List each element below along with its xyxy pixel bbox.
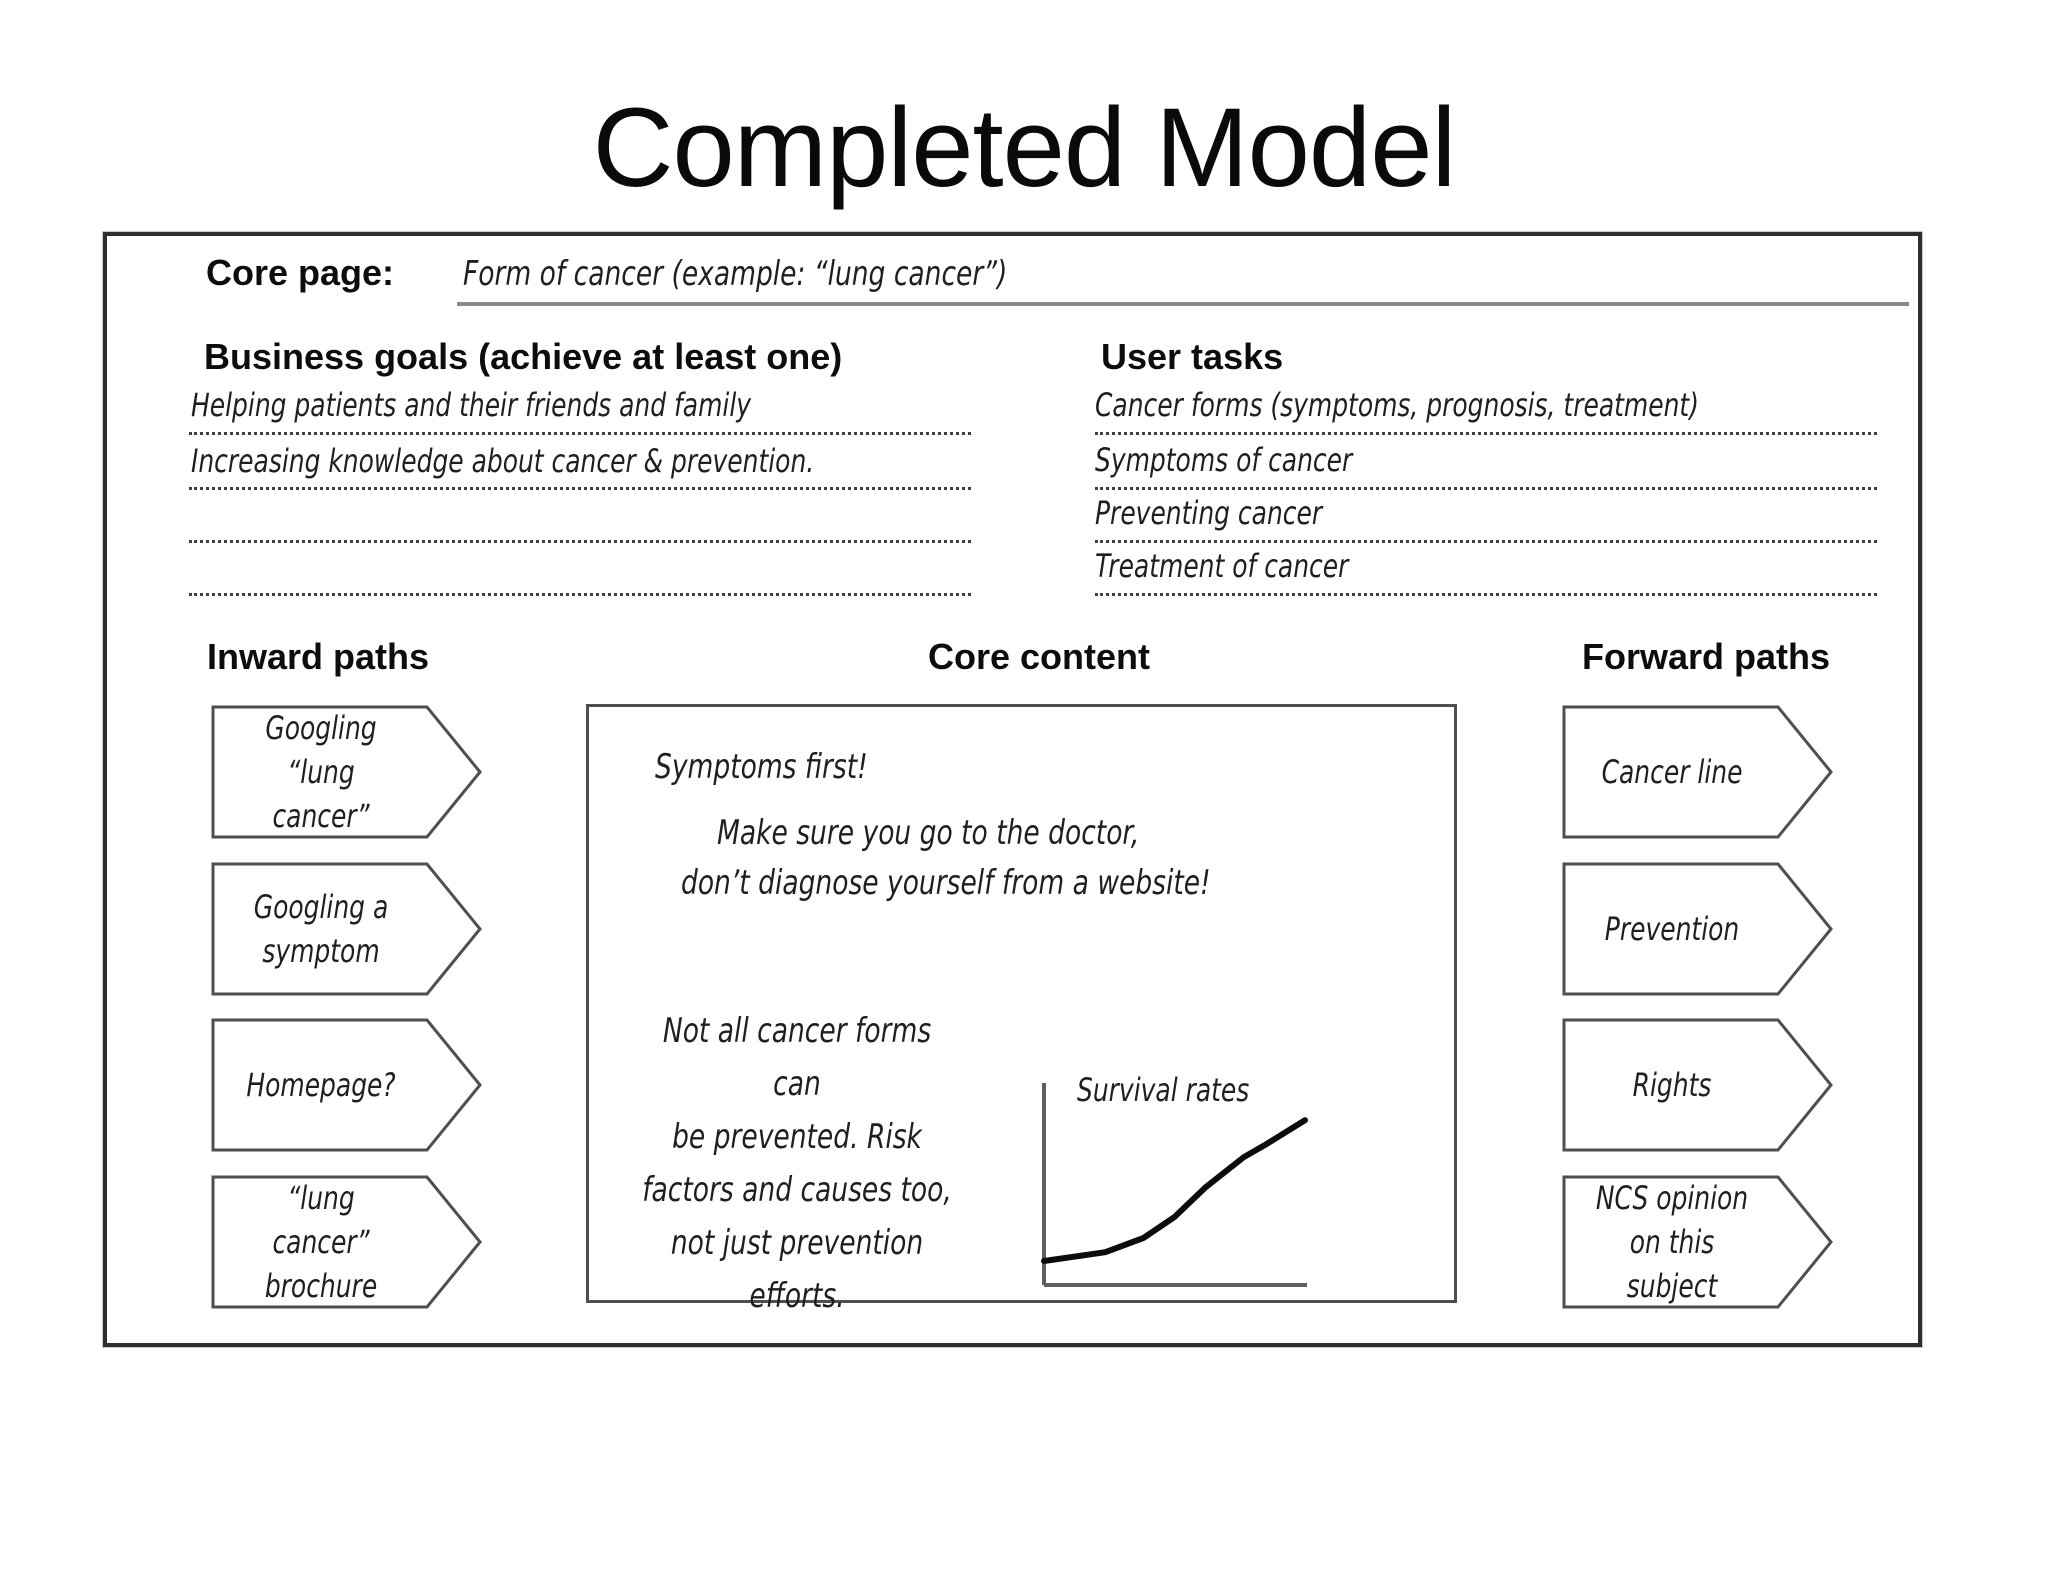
inward-paths-heading: Inward paths <box>207 636 430 677</box>
inward-path-arrow: Googling “lung cancer” <box>211 704 483 840</box>
inward-path-arrow: “lung cancer” brochure <box>211 1174 483 1310</box>
arrow-shape-icon <box>1562 705 1833 839</box>
arrow-shape-icon <box>211 1018 482 1152</box>
user-task-entry: Preventing cancer <box>1095 494 1323 532</box>
core-note-doctor-line2: don’t diagnose yourself from a website! <box>681 863 1211 903</box>
user-task-rule <box>1095 432 1877 435</box>
business-goals-heading: Business goals (achieve at least one) <box>204 336 843 377</box>
arrow-shape-icon <box>1562 862 1833 996</box>
inward-path-arrow: Homepage? <box>211 1017 483 1153</box>
arrow-shape-icon <box>1562 1175 1833 1309</box>
forward-path-label: Prevention <box>1604 910 1740 948</box>
inward-path-label: Homepage? <box>246 1066 396 1104</box>
business-goal-rule <box>189 487 971 490</box>
business-goal-entry: Increasing knowledge about cancer & prev… <box>191 442 815 480</box>
inward-path-label: Googling “lung cancer” <box>265 709 377 835</box>
core-note-prevention: Not all cancer forms can be prevented. R… <box>642 1011 952 1316</box>
core-note-doctor-line1: Make sure you go to the doctor, <box>717 813 1140 853</box>
arrow-shape-icon <box>211 1175 482 1309</box>
business-goal-entry: Helping patients and their friends and f… <box>191 386 752 424</box>
user-task-entry: Symptoms of cancer <box>1095 441 1353 479</box>
forward-path-label: Rights <box>1632 1066 1712 1104</box>
core-page-label: Core page: <box>206 252 395 293</box>
inward-path-label: “lung cancer” brochure <box>264 1179 378 1305</box>
arrow-shape-icon <box>211 862 482 996</box>
forward-path-arrow: Prevention <box>1562 861 1834 997</box>
arrow-shape-icon <box>1562 1018 1833 1152</box>
business-goal-rule <box>189 432 971 435</box>
forward-path-arrow: Cancer line <box>1562 704 1834 840</box>
forward-path-label: Cancer line <box>1601 753 1743 791</box>
chart-curve <box>1041 1117 1308 1264</box>
user-task-rule <box>1095 593 1877 596</box>
business-goal-rule-empty <box>189 593 971 596</box>
forward-path-arrow: Rights <box>1562 1017 1834 1153</box>
page-title: Completed Model <box>592 85 1457 210</box>
chart-title: Survival rates <box>1077 1071 1250 1109</box>
forward-path-label: NCS opinion on this subject <box>1595 1179 1749 1305</box>
forward-path-arrow: NCS opinion on this subject <box>1562 1174 1834 1310</box>
core-content-box: Symptoms first! Make sure you go to the … <box>586 704 1457 1316</box>
user-tasks-heading: User tasks <box>1101 336 1284 377</box>
inward-path-label: Googling a symptom <box>253 888 389 970</box>
core-note-symptoms: Symptoms first! <box>655 747 868 787</box>
core-page-value: Form of cancer (example: “lung cancer”) <box>463 254 1008 294</box>
user-task-rule <box>1095 487 1877 490</box>
user-task-entry: Treatment of cancer <box>1095 547 1349 585</box>
core-page-underline <box>457 302 1909 306</box>
arrow-shape-icon <box>211 705 482 839</box>
user-task-rule <box>1095 540 1877 543</box>
core-model-canvas: Core page: Form of cancer (example: “lun… <box>103 232 1922 1347</box>
user-task-entry: Cancer forms (symptoms, prognosis, treat… <box>1095 386 1699 424</box>
inward-path-arrow: Googling a symptom <box>211 861 483 997</box>
core-content-heading: Core content <box>927 636 1150 677</box>
forward-paths-heading: Forward paths <box>1582 636 1831 677</box>
business-goal-rule-empty <box>189 540 971 543</box>
survival-rates-chart <box>1041 1083 1308 1287</box>
